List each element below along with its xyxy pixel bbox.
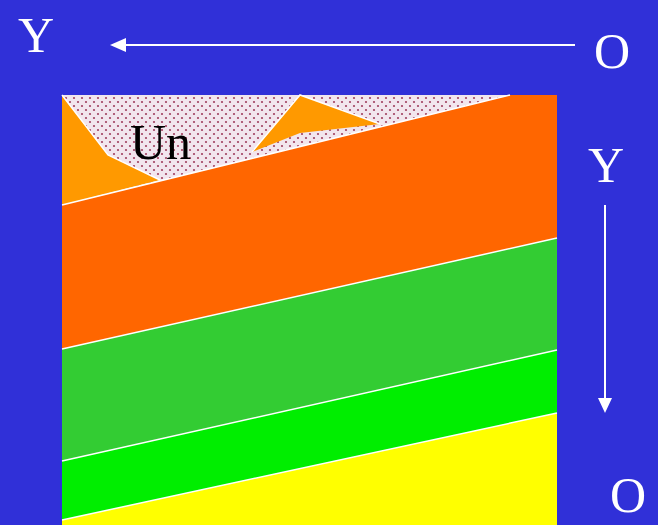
bedding-lines [62,95,557,520]
younger-marker: Y [588,140,624,190]
arrow-head [598,398,612,413]
yellow-layer [62,413,557,525]
younging-arrow [122,44,575,46]
arrow-head [110,38,126,52]
younger-marker: Y [18,10,54,60]
unconformity-label: Un [130,117,191,167]
older-marker: O [594,26,630,76]
younging-arrow [604,205,606,400]
older-marker: O [610,470,646,520]
